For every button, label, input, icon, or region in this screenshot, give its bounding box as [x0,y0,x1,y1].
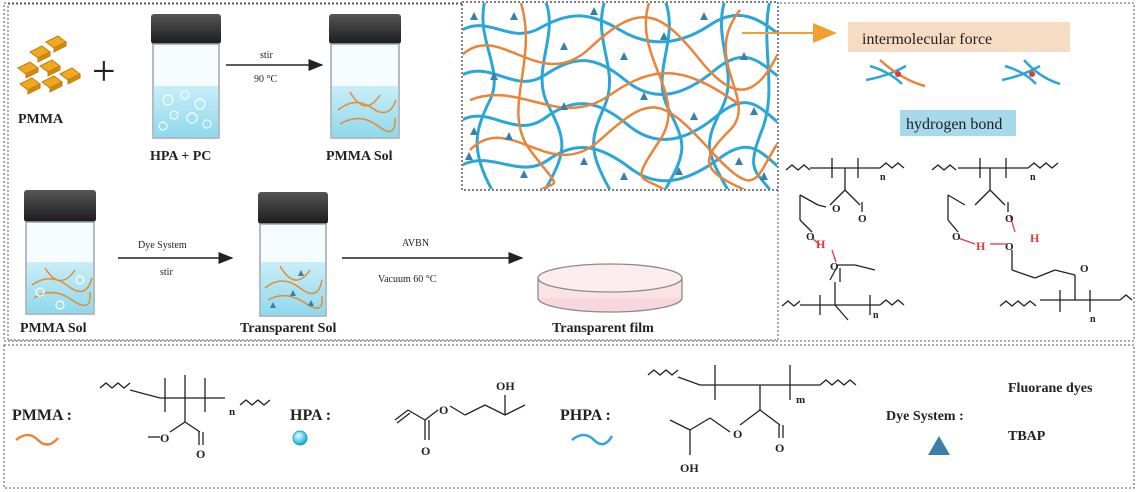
legend-dye-system-label: Dye System : [886,409,964,424]
vacuum-label: Vacuum 60 °C [378,274,437,285]
stir-label-2: stir [160,267,173,278]
hbond-right-h2: H [1030,231,1040,245]
plus-sign: + [92,49,116,95]
legend-phpa-label: PHPA : [560,407,611,424]
hbond-left-o3: O [858,213,867,225]
hpa-o2: O [421,444,430,458]
pmma-pellets [17,35,81,95]
jar-pmma-sol-2 [24,190,96,315]
transparent-film-label: Transparent film [552,321,654,336]
hpa-oh: OH [496,379,515,393]
force-icon-right [1001,59,1061,86]
hbond-right-h1: H [976,239,986,253]
legend-fluorane-label: Fluorane dyes [1008,381,1093,396]
hbond-right-n: n [1030,172,1036,183]
phpa-m: m [796,394,805,406]
jar-hpa-pc [151,14,221,139]
hbond-right-n2: n [1090,314,1096,325]
jar-pmma-sol-1 [329,14,401,139]
hbond-right-o3: O [1005,213,1014,225]
hbond-left-links [811,237,837,263]
hbond-left-o4: O [830,261,839,273]
legend-pmma-label: PMMA : [12,407,72,424]
phpa-structure [647,365,857,455]
pmma-n: n [229,406,235,418]
hbond-right-o1: O [952,231,961,243]
hydrogen-bond-bg [900,110,1016,136]
pmma-o1: O [160,431,169,445]
jar-transparent-sol [258,192,328,317]
hbond-right-links [957,214,1016,245]
petri-dish [537,263,683,313]
legend-hpa-label: HPA : [290,407,331,424]
stir-label: stir [260,50,273,61]
phpa-oh: OH [680,461,699,475]
pmma-structure [99,375,271,445]
hbond-right-o2: O [1005,241,1014,253]
polymer-network [461,1,779,191]
intermolecular-force-bg [848,22,1070,52]
legend-dye-triangle [928,436,950,455]
hpa-structure [394,395,526,440]
dye-system-arrow-label: Dye System [138,240,187,251]
phpa-o2: O [775,441,784,455]
hbond-structure-right [931,158,1133,312]
hbond-left-n: n [880,172,886,183]
phpa-o1: O [733,427,742,441]
legend-tbap-label: TBAP [1008,429,1046,444]
pmma-sol-label-1: PMMA Sol [326,149,393,164]
hydrogen-bond-label: hydrogen bond [906,116,1002,133]
hbond-left-o2: O [832,203,841,215]
pmma-o2: O [196,447,205,461]
hpa-o1: O [439,403,448,417]
hbond-left-h: H [816,237,826,251]
legend-phpa-line [571,433,614,446]
force-icon-left [865,59,926,88]
avbn-label: AVBN [402,238,429,249]
pmma-sol-label-2: PMMA Sol [20,321,87,336]
pmma-label: PMMA [18,112,64,127]
hbond-left-n2: n [873,310,879,321]
intermolecular-force-label: intermolecular force [862,31,992,48]
hpa-pc-label: HPA + PC [150,149,211,164]
legend-hpa-ball [292,430,308,446]
temp-90-label: 90 °C [254,74,277,85]
hbond-structure-left [781,158,905,321]
transparent-sol-label: Transparent Sol [240,321,336,336]
hbond-right-o4: O [1080,263,1089,275]
hbond-left-o1: O [806,231,815,243]
legend-panel-frame [3,344,1135,489]
legend-pmma-line [15,433,59,446]
